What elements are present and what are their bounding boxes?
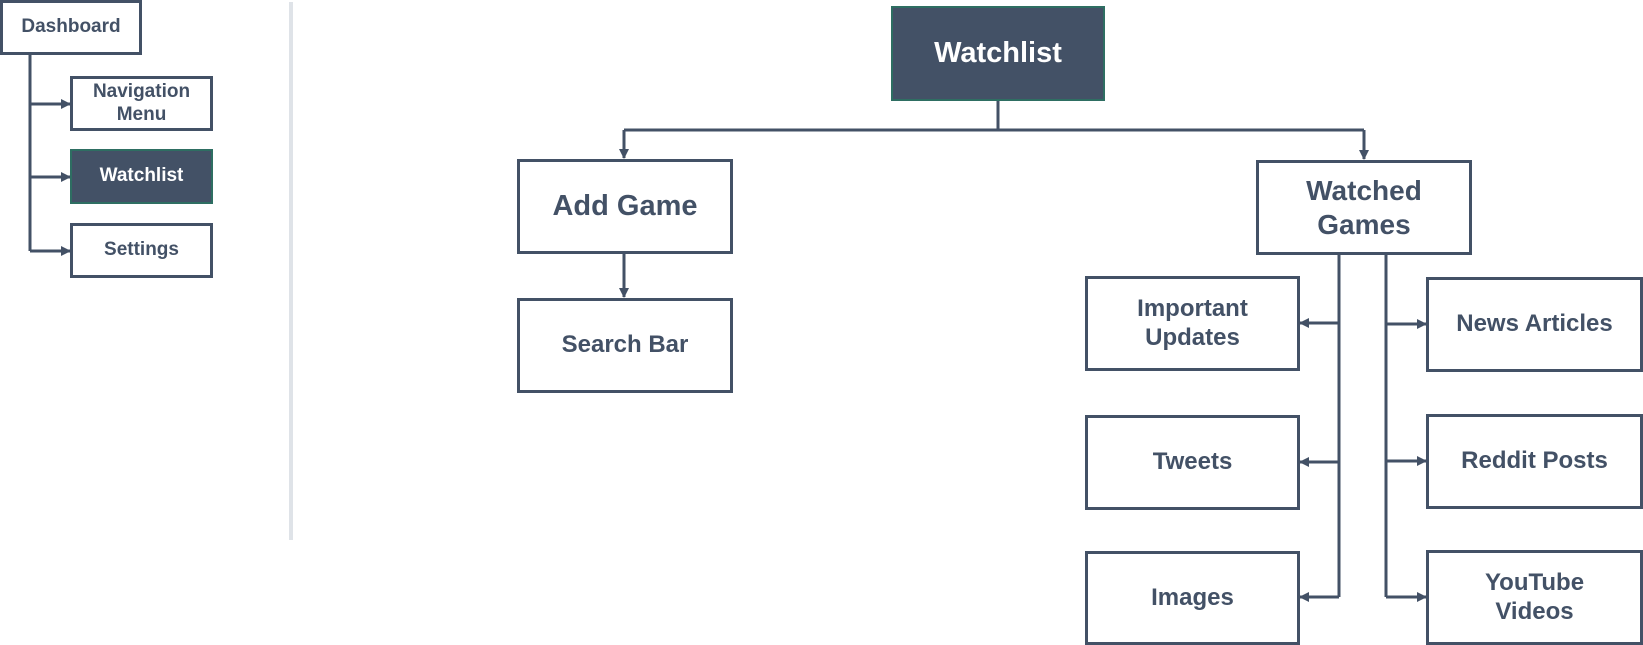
sidebar-divider [289, 2, 293, 540]
node-tweets[interactable]: Tweets [1085, 415, 1300, 510]
node-dashboard[interactable]: Dashboard [0, 0, 142, 55]
node-reddit-posts[interactable]: Reddit Posts [1426, 414, 1643, 509]
add-game-label: Add Game [552, 190, 698, 223]
reddit-posts-label: Reddit Posts [1461, 447, 1608, 475]
node-watched-games[interactable]: Watched Games [1256, 160, 1472, 255]
watchlist-title-label: Watchlist [934, 37, 1062, 70]
node-news-articles[interactable]: News Articles [1426, 277, 1643, 372]
node-watchlist-active-label: Watchlist [99, 165, 184, 187]
tweets-label: Tweets [1152, 448, 1233, 476]
node-dashboard-label: Dashboard [21, 16, 121, 38]
node-images[interactable]: Images [1085, 551, 1300, 645]
news-articles-label: News Articles [1456, 310, 1613, 338]
youtube-videos-label: YouTube Videos [1484, 568, 1585, 625]
images-label: Images [1151, 583, 1234, 611]
node-watchlist-title: Watchlist [891, 6, 1105, 101]
node-watchlist-active[interactable]: Watchlist [70, 149, 213, 204]
watched-games-label: Watched Games [1306, 174, 1422, 240]
node-settings[interactable]: Settings [70, 223, 213, 278]
important-updates-label: Important Updates [1137, 294, 1248, 351]
node-youtube-videos[interactable]: YouTube Videos [1426, 550, 1643, 645]
node-add-game[interactable]: Add Game [517, 159, 733, 254]
node-search-bar[interactable]: Search Bar [517, 298, 733, 393]
node-navigation-menu[interactable]: Navigation Menu [70, 76, 213, 131]
node-important-updates[interactable]: Important Updates [1085, 276, 1300, 371]
search-bar-label: Search Bar [561, 331, 689, 359]
node-navigation-menu-label: Navigation Menu [92, 80, 191, 125]
node-settings-label: Settings [104, 239, 179, 261]
